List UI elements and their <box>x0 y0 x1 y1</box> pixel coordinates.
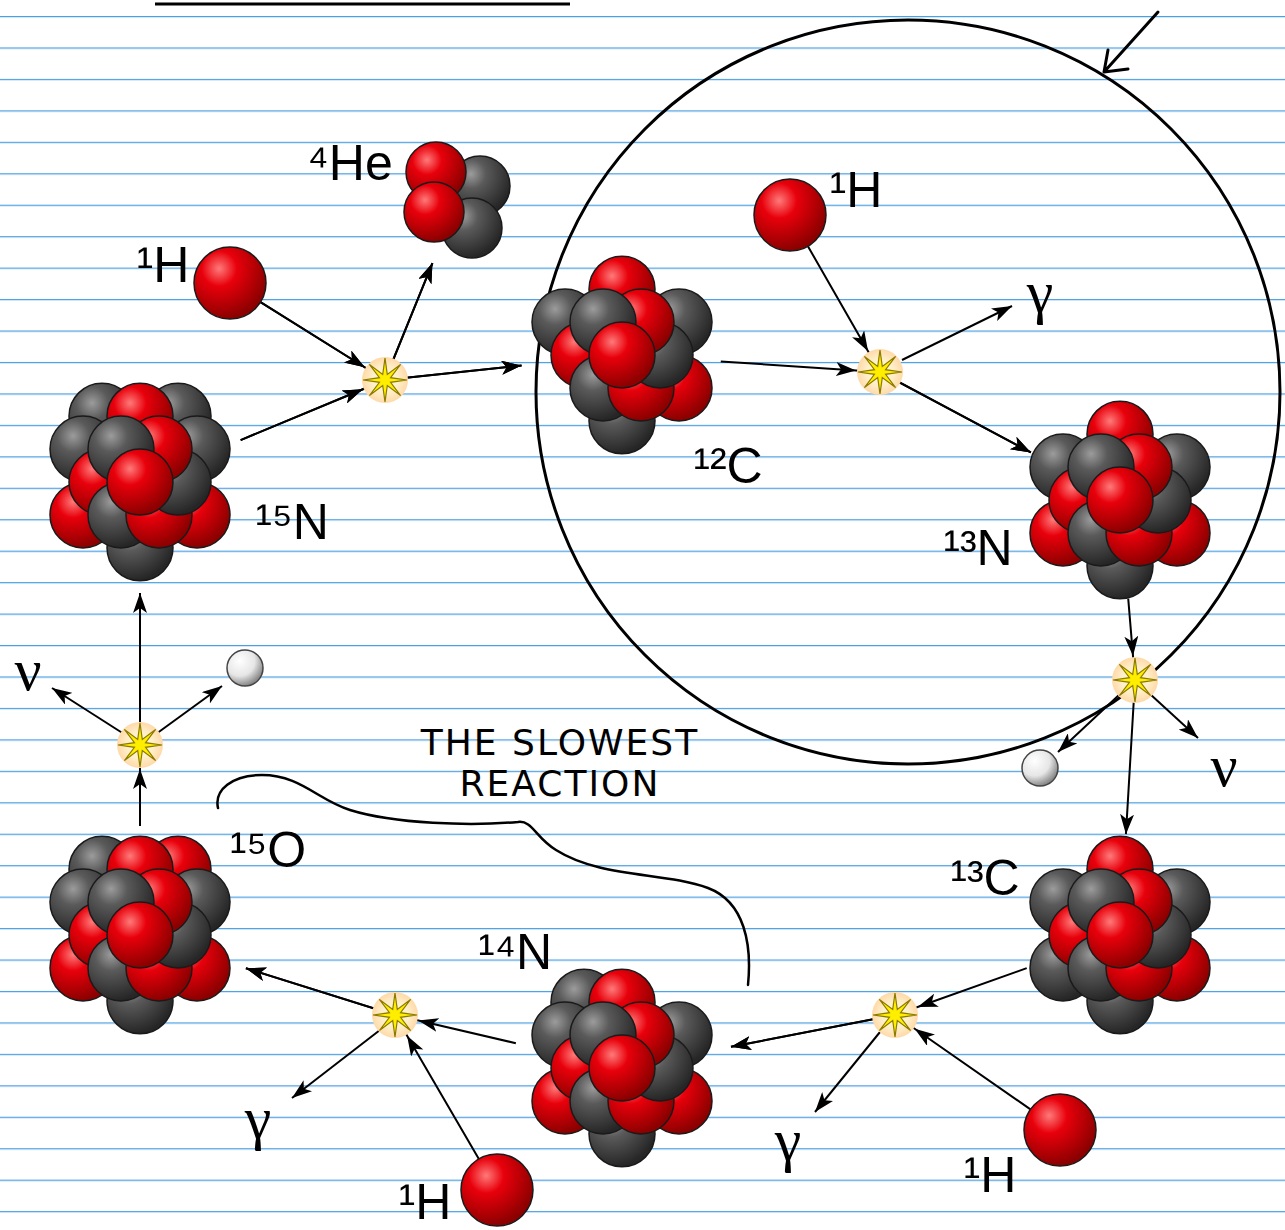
reaction-arrow <box>261 263 433 380</box>
isotope-label: ¹H <box>399 1177 452 1227</box>
gamma-arrow <box>815 1032 880 1112</box>
gamma-symbol: γ <box>245 1088 272 1148</box>
nucleus-picture <box>190 243 270 323</box>
neutrino-arrow <box>1150 694 1198 738</box>
nucleus-picture <box>457 1150 537 1230</box>
nucleus-picture <box>750 175 830 255</box>
proton <box>461 1154 533 1226</box>
positron <box>1022 750 1058 786</box>
nucleus: ¹³C <box>1017 832 1223 1038</box>
neutrino-arrow <box>52 688 124 734</box>
positron-arrow <box>1058 694 1120 752</box>
neutrino-symbol: ν <box>1210 736 1237 796</box>
proton <box>107 902 173 968</box>
nucleus: ¹H <box>750 175 830 255</box>
label-anchor: ¹⁵O <box>230 825 306 875</box>
nucleus: ¹³N <box>1017 397 1223 603</box>
label-anchor: γ <box>775 1110 802 1170</box>
gamma-symbol: γ <box>775 1110 802 1170</box>
label-anchor: γ <box>245 1088 272 1148</box>
isotope-label: ¹H <box>137 240 190 290</box>
label-anchor: ¹H <box>137 240 190 290</box>
label-anchor: ¹⁴N <box>478 927 552 977</box>
reaction-arrow <box>246 968 479 1159</box>
isotope-label: ¹H <box>830 165 883 215</box>
isotope-label: ¹²C <box>693 441 762 491</box>
positron <box>227 650 263 686</box>
isotope-label: ¹⁵N <box>255 497 329 547</box>
label-anchor: THE SLOWEST REACTION <box>390 722 730 805</box>
nucleus-picture <box>388 130 528 270</box>
reaction-star <box>372 992 418 1038</box>
proton <box>194 247 266 319</box>
label-anchor: ¹³C <box>950 853 1019 903</box>
nucleus-picture <box>27 369 253 595</box>
nucleus: ¹H <box>190 243 270 323</box>
handwritten-note: THE SLOWEST REACTION <box>390 722 730 805</box>
nucleus-picture <box>27 822 253 1048</box>
label-anchor: ¹H <box>399 1177 452 1227</box>
label-anchor: ¹³N <box>943 523 1012 573</box>
positron-arrow <box>156 686 222 734</box>
proton <box>589 1035 655 1101</box>
nucleus-picture <box>1020 1090 1100 1170</box>
neutrino-symbol: ν <box>14 640 41 700</box>
label-anchor: ν <box>1210 736 1237 796</box>
isotope-label: ¹⁵O <box>230 825 306 875</box>
highlight-circle <box>536 20 1280 764</box>
nucleus: ¹⁵N <box>27 369 253 595</box>
nucleus-picture <box>519 252 725 458</box>
label-anchor: ⁴He <box>307 138 392 188</box>
reaction-star <box>857 349 903 395</box>
nucleus: ⁴He <box>388 130 528 270</box>
proton <box>1024 1094 1096 1166</box>
isotope-label: ¹⁴N <box>478 927 552 977</box>
gamma-symbol: γ <box>1027 262 1054 322</box>
gamma-arrow <box>292 1030 380 1098</box>
nucleus-picture <box>509 955 735 1181</box>
label-anchor: ¹⁵N <box>255 497 329 547</box>
reaction-arrow <box>246 968 516 1043</box>
reaction-arrow <box>731 968 1027 1047</box>
nucleus: ¹⁴N <box>509 955 735 1181</box>
reaction-star <box>362 357 408 403</box>
reaction-arrow <box>241 263 433 440</box>
label-anchor: ν <box>14 640 41 700</box>
proton <box>589 322 655 388</box>
reaction-star <box>872 992 918 1038</box>
emission-arrows <box>52 306 1198 1112</box>
isotope-label: ¹H <box>964 1150 1017 1200</box>
nucleus: ¹H <box>457 1150 537 1230</box>
isotope-label: ¹³C <box>950 853 1019 903</box>
nucleus: ¹²C <box>519 252 725 458</box>
proton <box>1087 902 1153 968</box>
bracket <box>217 775 749 985</box>
nucleus: ¹H <box>1020 1090 1100 1170</box>
label-anchor: γ <box>1027 262 1054 322</box>
gamma-arrow <box>902 306 1012 360</box>
nucleus: ¹⁵O <box>27 822 253 1048</box>
isotope-label: ¹³N <box>943 523 1012 573</box>
nucleus-picture <box>1017 832 1223 1038</box>
label-anchor: ¹²C <box>693 441 762 491</box>
nucleus-picture <box>1017 397 1223 603</box>
reaction-arrow <box>808 246 1031 452</box>
proton <box>107 449 173 515</box>
underline <box>155 3 570 6</box>
reaction-star <box>1112 657 1158 703</box>
proton <box>1087 467 1153 533</box>
pointer-arrow <box>1104 12 1158 72</box>
label-anchor: ¹H <box>964 1150 1017 1200</box>
reaction-star <box>117 722 163 768</box>
proton <box>754 179 826 251</box>
reaction-arrow <box>1126 599 1135 835</box>
isotope-label: ⁴He <box>307 138 392 188</box>
reaction-arrow <box>139 593 141 826</box>
proton <box>404 182 464 242</box>
label-anchor: ¹H <box>830 165 883 215</box>
